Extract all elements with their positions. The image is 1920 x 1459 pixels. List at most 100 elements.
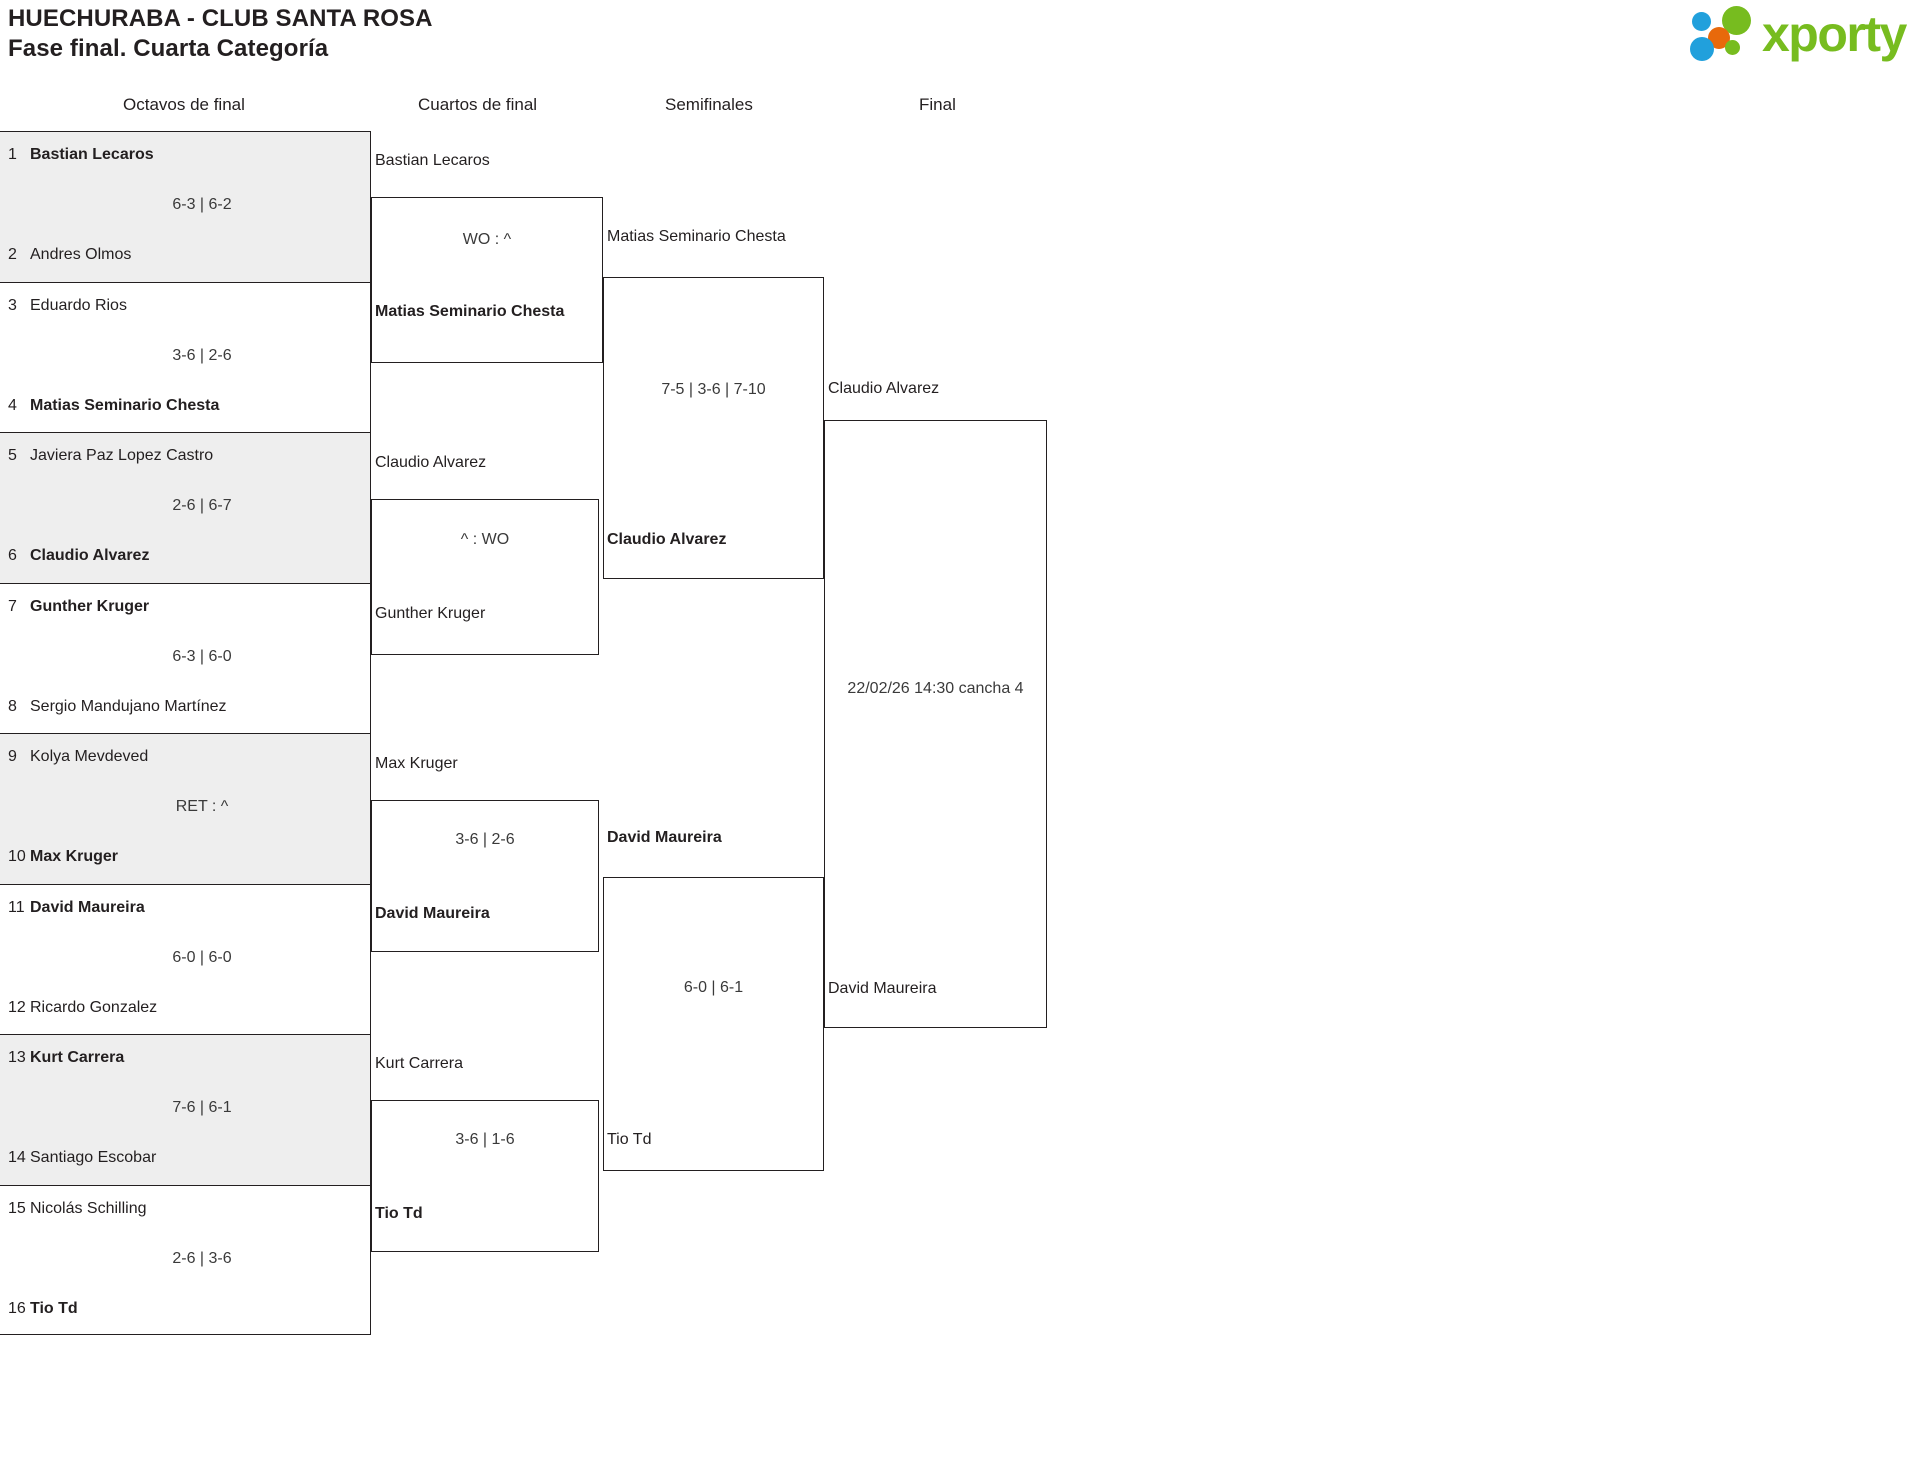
r2-player-5[interactable]: Max Kruger [375, 755, 458, 772]
r1-player-1[interactable]: 1 Bastian Lecaros [8, 146, 362, 164]
seed-number: 10 [8, 848, 26, 865]
player-name: Eduardo Rios [30, 296, 127, 314]
tournament-phase: Fase final. Cuarta Categoría [8, 35, 329, 62]
r3-score-2: 6-0 | 6-1 [683, 979, 744, 996]
r1-score-5: RET : ^ [175, 798, 229, 815]
r1-score-2: 3-6 | 2-6 [172, 346, 232, 364]
logo-dots-icon [1690, 6, 1766, 64]
player-name: Andres Olmos [30, 246, 132, 263]
r2-player-4[interactable]: Gunther Kruger [375, 605, 486, 622]
r1-player-8[interactable]: 8 Sergio Mandujano Martínez [8, 698, 362, 716]
r1-score-4: 6-3 | 6-0 [172, 647, 232, 665]
round-header-octavos: Octavos de final [123, 95, 245, 114]
seed-number: 11 [8, 898, 25, 916]
r3-player-4[interactable]: Tio Td [607, 1131, 652, 1148]
r3-match-1-box[interactable] [603, 277, 824, 579]
r3-score-1: 7-5 | 3-6 | 7-10 [661, 381, 766, 398]
seed-number: 16 [8, 1299, 26, 1317]
player-name: Matias Seminario Chesta [30, 396, 220, 414]
r1-match-4[interactable]: 7 Gunther Kruger 6-3 | 6-0 8 Sergio Manduj… [0, 582, 371, 733]
seed-number: 14 [8, 1149, 26, 1166]
r2-score-2: ^ : WO [460, 531, 510, 548]
r2-score-4: 3-6 | 1-6 [455, 1131, 515, 1148]
player-name: Sergio Mandujano Martínez [30, 697, 227, 715]
seed-number: 13 [8, 1049, 26, 1066]
player-name: Bastian Lecaros [30, 146, 154, 163]
r2-player-8[interactable]: Tio Td [375, 1205, 423, 1222]
player-name: Tio Td [30, 1299, 78, 1317]
r1-player-2[interactable]: 2 Andres Olmos [8, 246, 362, 264]
r4-schedule: 22/02/26 14:30 cancha 4 [847, 680, 1024, 697]
player-name: Javiera Paz Lopez Castro [30, 447, 214, 464]
xporty-logo: xporty [1690, 4, 1912, 66]
tournament-name: HUECHURABA - CLUB SANTA ROSA [8, 5, 433, 32]
r1-player-9[interactable]: 9 Kolya Mevdeved [8, 748, 362, 766]
seed-number: 7 [8, 597, 17, 615]
r2-player-2[interactable]: Matias Seminario Chesta [375, 303, 565, 320]
r2-match-1-box[interactable] [371, 197, 603, 363]
r1-score-7: 7-6 | 6-1 [172, 1099, 232, 1116]
r4-player-2[interactable]: David Maureira [828, 980, 937, 997]
round-header-cuartos: Cuartos de final [418, 95, 538, 114]
r4-match-box[interactable] [824, 420, 1047, 1028]
r1-score-8: 2-6 | 3-6 [172, 1249, 232, 1267]
player-name: David Maureira [30, 898, 145, 916]
r2-player-3[interactable]: Claudio Alvarez [375, 454, 487, 471]
seed-number: 5 [8, 447, 17, 464]
r1-player-4[interactable]: 4 Matias Seminario Chesta [8, 397, 362, 415]
player-name: Gunther Kruger [30, 597, 150, 615]
r1-player-11[interactable]: 11 David Maureira [8, 899, 362, 917]
player-name: Kolya Mevdeved [30, 748, 149, 765]
r1-score-1: 6-3 | 6-2 [172, 196, 232, 213]
r2-player-7[interactable]: Kurt Carrera [375, 1055, 464, 1072]
round1-column: 1 Bastian Lecaros 6-3 | 6-2 2 Andres Olmos… [0, 131, 371, 1335]
round-header-semifinales: Semifinales [665, 95, 753, 114]
r2-player-6[interactable]: David Maureira [375, 905, 490, 922]
r3-player-1[interactable]: Matias Seminario Chesta [607, 228, 786, 245]
player-name: Max Kruger [30, 848, 119, 865]
r2-match-4-box[interactable] [371, 1100, 599, 1252]
seed-number: 12 [8, 998, 26, 1016]
r2-score-3: 3-6 | 2-6 [455, 831, 515, 848]
r3-match-2-box[interactable] [603, 877, 824, 1171]
r1-player-7[interactable]: 7 Gunther Kruger [8, 598, 362, 616]
r2-match-3-box[interactable] [371, 800, 599, 952]
seed-number: 1 [8, 146, 17, 163]
seed-number: 4 [8, 396, 17, 414]
r2-player-1[interactable]: Bastian Lecaros [375, 152, 490, 169]
r3-player-2[interactable]: Claudio Alvarez [607, 531, 727, 548]
round-header-final: Final [919, 95, 956, 114]
r4-player-1[interactable]: Claudio Alvarez [828, 380, 940, 397]
seed-number: 8 [8, 697, 17, 715]
seed-number: 2 [8, 246, 17, 263]
player-name: Santiago Escobar [30, 1149, 157, 1166]
page-title: HUECHURABA - CLUB SANTA ROSA Fase final.… [8, 4, 433, 64]
r1-player-5[interactable]: 5 Javiera Paz Lopez Castro [8, 447, 362, 465]
player-name: Claudio Alvarez [30, 547, 150, 564]
r2-match-2-box[interactable] [371, 499, 599, 655]
seed-number: 15 [8, 1199, 26, 1217]
player-name: Ricardo Gonzalez [30, 998, 158, 1016]
r1-match-1[interactable]: 1 Bastian Lecaros 6-3 | 6-2 2 Andres Olmos [0, 131, 371, 282]
r1-score-6: 6-0 | 6-0 [172, 948, 232, 966]
r2-score-1: WO : ^ [462, 231, 512, 248]
seed-number: 9 [8, 748, 17, 765]
r1-score-3: 2-6 | 6-7 [172, 497, 232, 514]
player-name: Nicolás Schilling [30, 1199, 147, 1217]
r3-player-3[interactable]: David Maureira [607, 829, 722, 846]
